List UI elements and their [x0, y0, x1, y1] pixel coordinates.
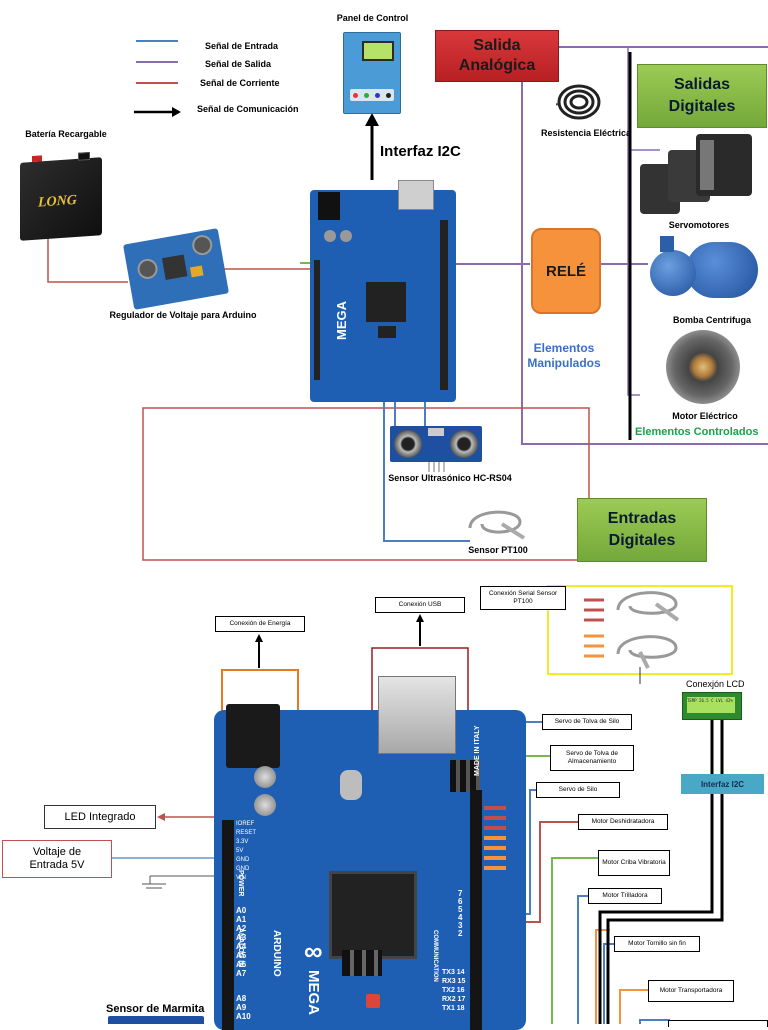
arduino-text: ARDUINO	[271, 930, 282, 977]
relay-label: RELÉ	[545, 262, 586, 280]
output-motor-transportadora: Motor Transportadora	[648, 980, 734, 1002]
entradas-digitales-2: Digitales	[608, 532, 676, 549]
battery-label: Batería Recargable	[25, 129, 107, 139]
salida-analogica-box: Salida Analógica	[435, 30, 559, 82]
battery: LONG	[20, 151, 102, 241]
resistencia-label: Resistencia Eléctrica	[540, 128, 632, 138]
salidas-digitales-box: Salidas Digitales	[637, 64, 767, 128]
marmita-sensor-icon	[108, 1016, 204, 1024]
conexion-lcd-label: Conexjón LCD	[686, 679, 745, 689]
output-servo-silo: Servo de Silo	[536, 782, 620, 798]
salida-analogica-1: Salida	[473, 37, 521, 54]
made-in-text: MADE IN ITALY	[474, 725, 481, 776]
interfaz-i2c-bottom: Interfaz I2C	[681, 774, 764, 794]
communication-text: COMMUNICATION	[432, 930, 438, 982]
pt100-label: Sensor PT100	[468, 545, 528, 555]
panel-keys	[350, 89, 394, 101]
usb-port	[378, 676, 456, 754]
motor-icon	[666, 330, 740, 404]
legend-entrada: Señal de Entrada	[205, 41, 279, 51]
salidas-digitales-1: Salidas	[673, 76, 731, 93]
output-motor-tornillo: Motor Tornillo sin fin	[614, 936, 700, 952]
board-text-bottom: MEGA	[305, 970, 322, 1015]
infinity-logo-icon: ∞	[304, 936, 323, 966]
elementos-controlados: Elementos Controlados	[635, 426, 759, 438]
lcd-display: TEMP 26.5 C LVL 42%	[682, 692, 742, 720]
legend-comunicacion: Señal de Comunicación	[197, 104, 299, 114]
servomotors-icon	[640, 132, 756, 222]
output-motor-criba: Motor Criba Vibratoria	[598, 850, 670, 876]
output-servo-tolva-almacenamiento: Servo de Tolva de Almacenamiento	[550, 745, 634, 771]
power-jack	[226, 704, 280, 768]
output-motor-deshidratadora: Motor Deshidratadora	[578, 814, 668, 830]
ultrasonic-label: Sensor Ultrasónico HC-RS04	[388, 473, 512, 483]
elementos-manipulados: Elementos Manipulados	[524, 341, 604, 371]
relay-box: RELÉ	[531, 228, 601, 314]
output-servo-tolva-silo: Servo de Tolva de Silo	[542, 714, 632, 730]
elementos-manipulados-2: Manipulados	[527, 356, 601, 370]
elementos-manipulados-1: Elementos	[533, 341, 595, 355]
panel-lcd	[362, 41, 394, 61]
regulator-label: Regulador de Voltaje para Arduino	[109, 310, 257, 320]
legend-salida: Señal de Salida	[205, 59, 272, 69]
arduino-mega-bottom: MADE IN ITALY POWER ANALOG IN ARDUINO ∞ …	[214, 676, 526, 1030]
bomba-label: Bomba Centrifuga	[672, 315, 751, 325]
conexion-usb-label: Conexión USB	[375, 597, 465, 613]
led-integrado-label: LED Integrado	[44, 805, 156, 829]
motor-label: Motor Eléctrico	[672, 411, 738, 421]
pt100-sensor-icon	[462, 504, 528, 542]
conexion-energia-label: Conexión de Energía	[215, 616, 305, 632]
pump-icon	[646, 236, 764, 306]
board-text-top: MEGA	[334, 301, 349, 340]
heating-coil-icon	[549, 82, 602, 122]
servomotores-label: Servomotores	[668, 220, 730, 230]
pin-header-left	[222, 820, 234, 1030]
i2c-label: Interfaz I2C	[380, 143, 461, 160]
salida-analogica-2: Analógica	[458, 57, 536, 74]
salidas-digitales-2: Digitales	[668, 98, 736, 115]
panel-label: Panel de Control	[336, 13, 409, 23]
battery-brand: LONG	[38, 192, 77, 211]
legend-corriente: Señal de Corriente	[200, 78, 280, 88]
lcd-text: TEMP 26.5 C LVL 42%	[687, 697, 735, 713]
entradas-digitales-1: Entradas	[607, 510, 677, 527]
pin-header-right	[470, 790, 482, 1030]
pt100-icon-1	[612, 586, 684, 624]
output-motor-trilladora: Motor Trilladora	[588, 888, 662, 904]
ultrasonic-sensor	[390, 426, 482, 472]
arduino-mega-top: MEGA	[310, 180, 456, 402]
entradas-digitales-box: Entradas Digitales	[577, 498, 707, 562]
sensor-marmita-label: Sensor de Marmita	[106, 1003, 205, 1015]
control-panel	[343, 32, 401, 114]
pt100-icon-2	[612, 630, 684, 670]
microcontroller	[332, 874, 414, 956]
pin-highlights	[484, 806, 506, 878]
